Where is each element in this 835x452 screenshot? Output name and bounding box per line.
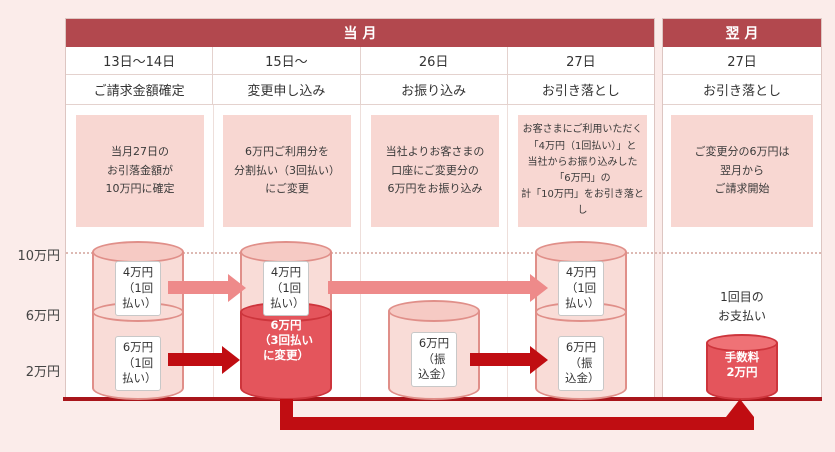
date-col4: 27日: [566, 55, 596, 70]
grid-dotted-line: [66, 252, 821, 254]
event-col3: お振り込み: [361, 75, 508, 104]
description-col3: 当社よりお客さまの 口座にご変更分の 6万円をお振り込み: [371, 115, 499, 227]
cylinder-change-applied: 4万円 （1回払い） 6万円 （3回払い に変更）: [240, 241, 332, 400]
date-col5: 27日: [727, 55, 757, 70]
arrow-60k-change: [168, 353, 222, 366]
cylinder-billing-confirmed: 4万円 （1回払い） 6万円 （1回払い）: [92, 241, 184, 400]
cylinder-withdrawal: 4万円 （1回払い） 6万円 （振込金）: [535, 241, 627, 400]
column-divider: [213, 105, 214, 398]
event-col4: お引き落とし: [541, 84, 620, 99]
date-col3: 26日: [361, 47, 508, 74]
amount-label-40k-single: 4万円 （1回払い）: [115, 261, 161, 316]
date-row-next: 27日: [663, 47, 821, 75]
description-col5: ご変更分の6万円は 翌月から ご請求開始: [671, 115, 813, 227]
arrow-40k-carryover-2-head: [530, 274, 548, 302]
arrow-40k-carryover-2: [328, 281, 530, 294]
arrow-60k-change-head: [222, 346, 240, 374]
date-row-current: 13日～14日 15日～ 26日 27日: [66, 47, 654, 75]
first-payment-note: 1回目の お支払い: [717, 290, 766, 323]
arrow-40k-carryover-1: [168, 281, 228, 294]
arrow-60k-transfer-to-withdrawal-head: [530, 346, 548, 374]
column-divider: [360, 105, 361, 398]
column-divider: [507, 105, 508, 398]
y-axis-label-100k: 10万円: [17, 249, 60, 264]
description-col4: お客さまにご利用いただく 「4万円（1回払い）」と 当社からお振り込みした 「6…: [518, 115, 647, 227]
cylinder-top-ellipse: [240, 241, 332, 263]
amount-label-40k-single: 4万円 （1回払い）: [558, 261, 604, 316]
event-col2: 変更申し込み: [213, 75, 361, 104]
next-month-header: 翌月: [663, 19, 821, 47]
description-col1: 当月27日の お引落金額が 10万円に確定: [76, 115, 204, 227]
arrow-60k-transfer-to-withdrawal: [470, 353, 530, 366]
event-col1: ご請求金額確定: [66, 75, 214, 104]
current-month-header: 当月: [66, 19, 654, 47]
arrow-route-up-head: [726, 399, 754, 417]
event-row-next: お引き落とし: [663, 75, 821, 105]
date-col1: 13日～14日: [66, 47, 214, 74]
cylinder-section: [706, 343, 778, 400]
amount-label-fee-20k: 手数料 2万円: [724, 350, 760, 380]
arrow-route-horizontal: [280, 417, 754, 430]
amount-label-60k-installment: 6万円 （3回払い に変更）: [258, 318, 313, 363]
date-col2: 15日～: [213, 47, 361, 74]
event-row-current: ご請求金額確定 変更申し込み お振り込み お引き落とし: [66, 75, 654, 105]
event-col5: お引き落とし: [702, 84, 781, 99]
amount-label-60k-transfer: 6万円 （振込金）: [558, 336, 604, 391]
arrow-40k-carryover-1-head: [228, 274, 246, 302]
amount-label-60k-single: 6万円 （1回払い）: [115, 336, 161, 391]
amount-label-40k-single: 4万円 （1回払い）: [263, 261, 309, 316]
cylinder-transfer: 6万円 （振込金）: [388, 300, 480, 400]
y-axis-label-60k: 6万円: [25, 309, 60, 324]
y-axis-label-20k: 2万円: [25, 365, 60, 380]
cylinder-top-ellipse: [92, 241, 184, 263]
cylinder-top-ellipse: [535, 241, 627, 263]
cylinder-top-ellipse: [388, 300, 480, 322]
amount-label-60k-transfer: 6万円 （振込金）: [411, 332, 457, 387]
cylinder-first-installment: 手数料 2万円: [706, 334, 778, 400]
description-col2: 6万円ご利用分を 分割払い（3回払い） にご変更: [223, 115, 351, 227]
cylinder-top-ellipse: [706, 334, 778, 352]
